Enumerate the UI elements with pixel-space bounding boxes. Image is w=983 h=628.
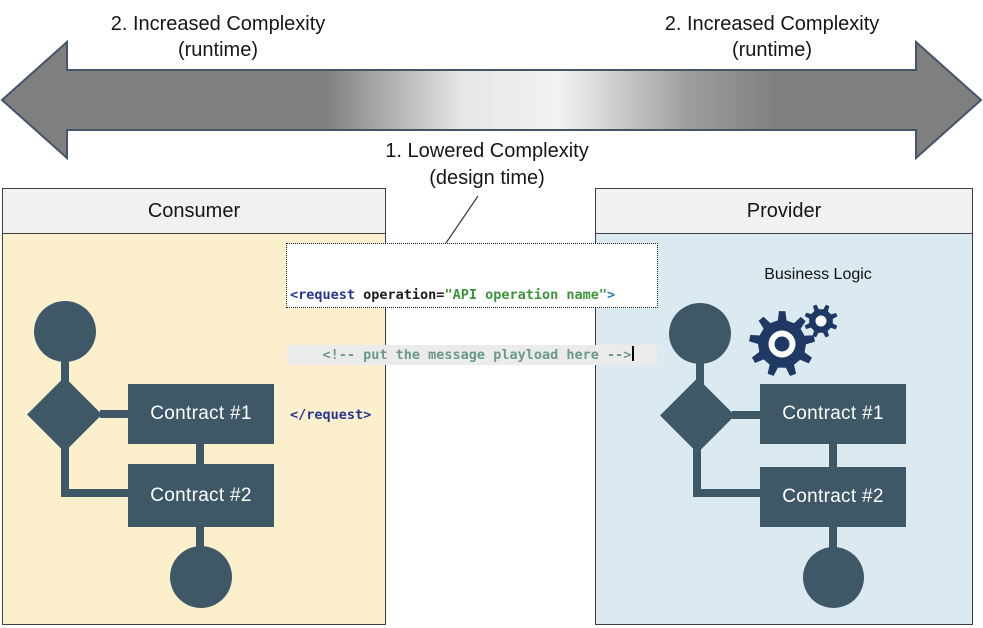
left-complexity-subtitle: (runtime) [177,39,258,61]
xml-request-snippet: <request operation="API operation name">… [286,243,658,423]
provider-end-circle [803,547,864,608]
left-complexity-title: 2. Increased Complexity [110,13,326,35]
operation-attr: operation= [355,287,445,303]
consumer-connector-start-diamond [61,358,69,386]
business-logic-label: Business Logic [764,266,872,283]
tag-close-bracket: > [607,287,616,303]
small-gear-hole [815,315,827,327]
consumer-contract2-box: Contract #2 [128,464,274,527]
provider-connector-start-diamond [696,360,704,390]
left-complexity-label: 2. Increased Complexity (runtime) [53,11,383,63]
consumer-connector-diamond-contract1 [100,410,128,418]
code-line-3: </request> [287,405,657,425]
center-complexity-label: 1. Lowered Complexity (design time) [322,138,652,192]
consumer-connector-contract2-end [196,527,204,549]
code-line-2: <!-- put the message playload here --> [287,345,657,365]
code-line-1: <request operation="API operation name"> [287,285,657,305]
consumer-connector-contract1-contract2 [196,444,204,465]
complexity-arrow [0,39,983,161]
provider-connector-contract1-contract2 [829,444,837,468]
provider-start-circle [669,303,731,364]
request-open-tag: <request [290,287,356,303]
provider-connector-diamond-contract1 [732,411,760,419]
provider-contract2-box: Contract #2 [760,467,906,527]
provider-connector-contract2-end [829,527,837,549]
consumer-start-circle [34,301,96,362]
consumer-connector-diamond-down [61,445,69,497]
text-cursor [632,346,635,361]
center-complexity-subtitle: (design time) [429,167,545,189]
provider-contract1-box: Contract #1 [760,384,906,444]
provider-panel-title: Provider [596,189,972,234]
right-complexity-label: 2. Increased Complexity (runtime) [607,11,937,63]
provider-connector-diamond-down [693,446,701,497]
consumer-panel-title: Consumer [3,189,385,234]
consumer-contract1-box: Contract #1 [128,384,274,444]
operation-value: "API operation name" [444,287,607,303]
consumer-connector-to-contract2 [61,489,128,497]
center-complexity-title: 1. Lowered Complexity [385,140,589,162]
payload-comment: <!-- put the message playload here --> [290,347,632,363]
consumer-end-circle [170,546,232,608]
right-complexity-title: 2. Increased Complexity [664,13,880,35]
double-arrow-shape [0,39,983,161]
callout-line [445,195,479,244]
provider-connector-to-contract2 [693,489,760,497]
request-close-tag: </request> [290,407,372,423]
gears-icon [749,304,838,376]
right-complexity-subtitle: (runtime) [731,39,812,61]
big-gear-hub [774,336,790,352]
